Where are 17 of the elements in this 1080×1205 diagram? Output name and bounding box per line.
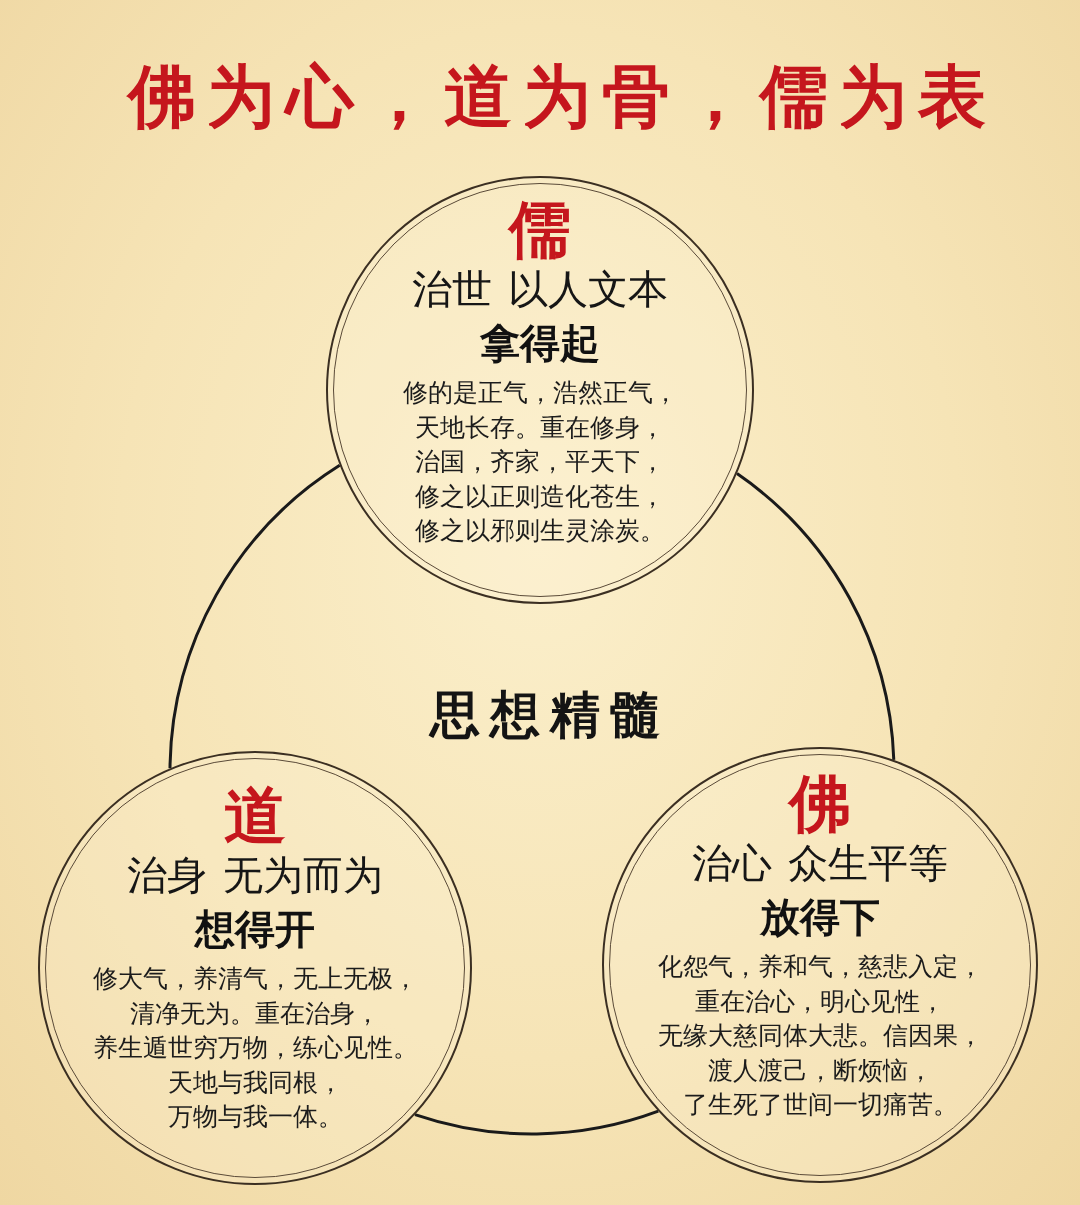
node-description: 化怨气，养和气，慈悲入定，重在治心，明心见性，无缘大慈同体大悲。信因果，渡人渡己，断烦恼，了生死了世间一切痛苦。	[656, 951, 984, 1121]
page-title: 佛为心，道为骨，儒为表	[127, 56, 997, 138]
node-motto: 想得开	[195, 905, 315, 954]
connector-arc	[414, 1109, 659, 1136]
school-character: 佛	[789, 771, 851, 837]
node-motto: 放得下	[760, 893, 880, 942]
node-subtitle: 治心 众生平等	[691, 839, 949, 888]
node-description: 修的是正气，浩然正气，天地长存。重在修身，治国，齐家，平天下，修之以正则造化苍生，修之以邪则生灵涂炭。	[401, 377, 679, 547]
node-subtitle: 治身 无为而为	[126, 851, 384, 900]
connector-arc	[736, 472, 896, 761]
school-character: 儒	[509, 197, 571, 263]
node-subtitle: 治世 以人文本	[411, 265, 669, 314]
connector-arc	[168, 464, 341, 769]
school-character: 道	[224, 783, 286, 849]
node-description: 修大气，养清气，无上无极，清净无为。重在治身，养生遁世穷万物，练心见性。天地与我同根，万物与我一体。	[91, 963, 419, 1133]
center-label: 思想精髓	[430, 685, 670, 745]
node-motto: 拿得起	[480, 319, 600, 368]
